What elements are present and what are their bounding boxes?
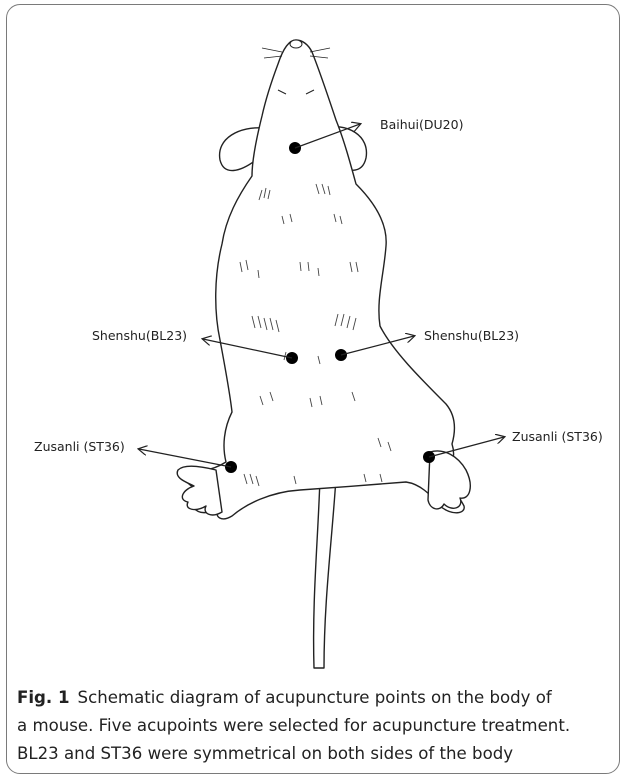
caption-line-2: a mouse. Five acupoints were selected fo… [17,712,613,740]
mouse-diagram: Baihui(DU20) Shenshu(BL23) Shenshu(BL23)… [0,0,627,680]
figure-label: Fig. 1 [17,688,70,707]
left-hind-foot [177,466,222,515]
label-zusanli-left: Zusanli (ST36) [34,439,125,454]
mouse-tail [314,478,336,668]
label-shenshu-right: Shenshu(BL23) [424,328,519,343]
label-zusanli-right: Zusanli (ST36) [512,429,603,444]
caption-text-1: Schematic diagram of acupuncture points … [78,688,552,707]
figure-caption: Fig. 1 Schematic diagram of acupuncture p… [17,684,613,768]
label-baihui: Baihui(DU20) [380,117,463,132]
caption-line-1: Fig. 1 Schematic diagram of acupuncture p… [17,684,613,712]
mouse-body [184,40,465,519]
arrow-zusanli-left [139,449,231,467]
mouse-illustration [177,40,470,668]
label-shenshu-left: Shenshu(BL23) [92,328,187,343]
caption-line-3: BL23 and ST36 were symmetrical on both s… [17,740,613,768]
